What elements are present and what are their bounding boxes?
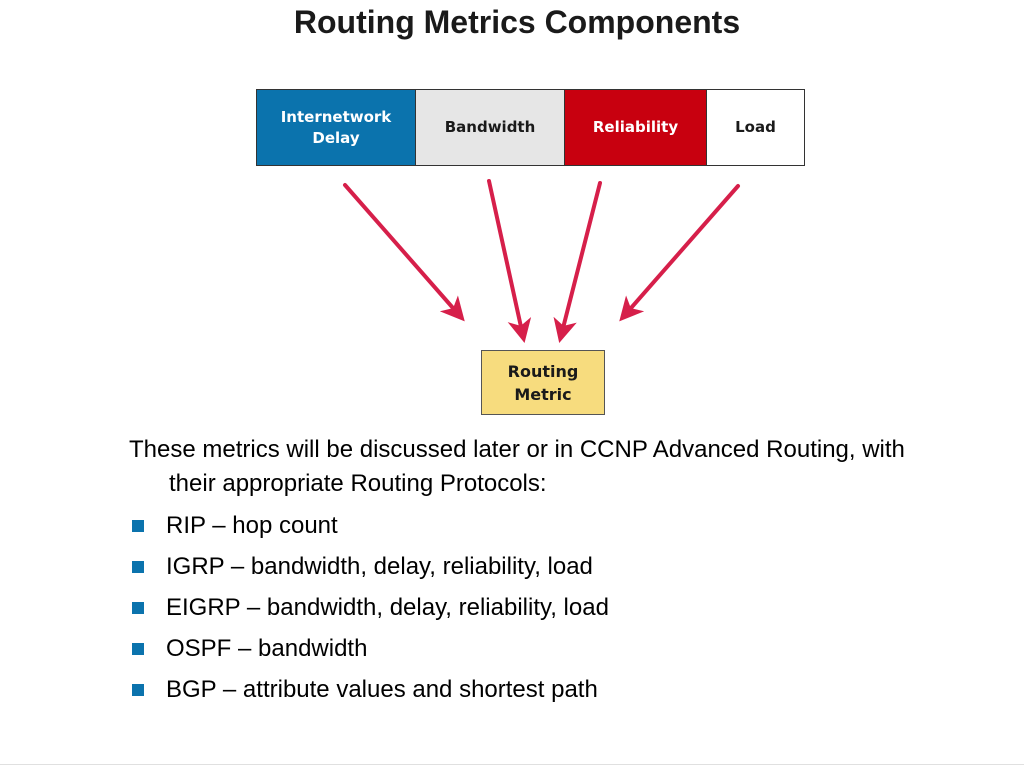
list-item: RIP – hop count <box>129 505 929 546</box>
list-item-text: OSPF – bandwidth <box>166 634 368 662</box>
internetwork-delay-label: Internetwork Delay <box>280 107 392 147</box>
slide-title: Routing Metrics Components <box>293 4 741 40</box>
square-bullet-icon <box>132 683 144 696</box>
protocol-list: RIP – hop count IGRP – bandwidth, delay,… <box>129 505 929 710</box>
bottom-divider <box>0 764 1024 765</box>
list-item: EIGRP – bandwidth, delay, reliability, l… <box>129 587 929 628</box>
bandwidth-box: Bandwidth <box>415 89 565 166</box>
square-bullet-icon <box>132 642 144 655</box>
reliability-label: Reliability <box>592 118 679 136</box>
delay-arrow <box>343 183 465 322</box>
bandwidth-arrow <box>487 179 532 344</box>
load-arrow <box>619 184 740 322</box>
routing-metric-box: Routing Metric <box>481 350 605 415</box>
load-label: Load <box>735 118 776 136</box>
intro-paragraph: These metrics will be discussed later or… <box>129 436 905 497</box>
body-text: These metrics will be discussed later or… <box>129 433 929 710</box>
internetwork-delay-box: Internetwork Delay <box>256 89 416 166</box>
list-item-text: RIP – hop count <box>166 511 338 539</box>
list-item-text: IGRP – bandwidth, delay, reliability, lo… <box>166 552 593 580</box>
list-item-text: EIGRP – bandwidth, delay, reliability, l… <box>166 593 609 621</box>
square-bullet-icon <box>132 519 144 532</box>
load-box: Load <box>706 89 805 166</box>
square-bullet-icon <box>132 560 144 573</box>
reliability-arrow <box>553 181 602 343</box>
bandwidth-label: Bandwidth <box>444 118 536 136</box>
list-item-text: BGP – attribute values and shortest path <box>166 675 598 703</box>
list-item: OSPF – bandwidth <box>129 628 929 669</box>
square-bullet-icon <box>132 601 144 614</box>
list-item: IGRP – bandwidth, delay, reliability, lo… <box>129 546 929 587</box>
list-item: BGP – attribute values and shortest path <box>129 669 929 710</box>
reliability-box: Reliability <box>564 89 707 166</box>
routing-metric-label: Routing Metric <box>507 361 579 404</box>
